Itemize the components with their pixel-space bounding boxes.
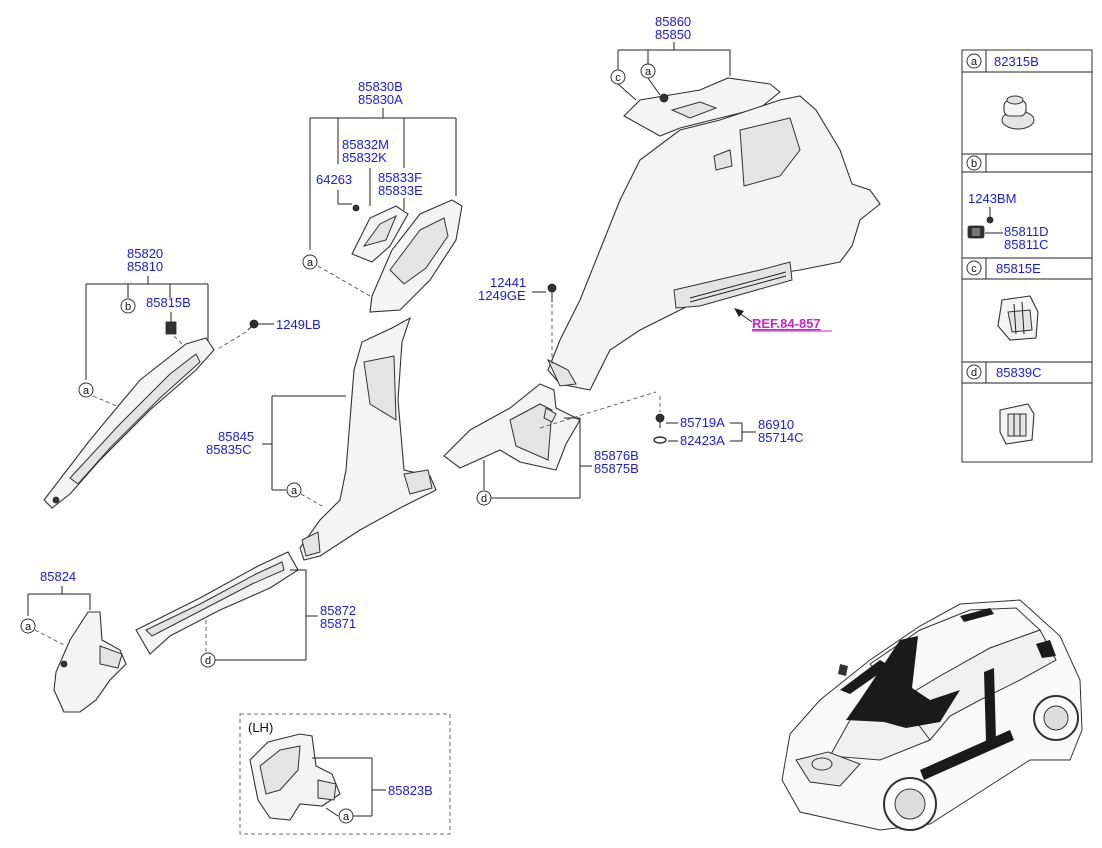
label-85823B: 85823B [388, 783, 433, 798]
label-85719A: 85719A [680, 415, 725, 430]
label-64263: 64263 [316, 172, 352, 187]
callout-a-85824: a [25, 621, 32, 633]
label-85860: 85860 [655, 14, 691, 29]
ref-label[interactable]: REF.84-857 [752, 316, 821, 331]
label-82423A: 82423A [680, 433, 725, 448]
callout-a-85823B: a [343, 811, 350, 823]
callout-d-85872: d [205, 655, 211, 667]
group-85820: 85820 85810 b 85815B a [43, 246, 215, 509]
ref-84-857[interactable]: REF.84-857 [734, 308, 832, 332]
washer-82423A-icon [653, 436, 667, 444]
label-12441: 12441 [490, 275, 526, 290]
label-1249GE: 1249GE [478, 288, 526, 303]
callout-d-85876: d [481, 493, 487, 505]
legend-row-d: d 85839C [966, 364, 1042, 445]
label-85872: 85872 [320, 603, 356, 618]
label-85714C: 85714C [758, 430, 804, 445]
callout-a-top: a [645, 66, 652, 78]
lh-label: (LH) [248, 720, 273, 735]
legend-letter-b: b [971, 158, 977, 170]
group-1249LB: 1249LB [215, 317, 321, 351]
clip-d-icon [999, 403, 1035, 445]
label-86910: 86910 [758, 417, 794, 432]
label-85876B: 85876B [594, 448, 639, 463]
label-85830A: 85830A [358, 92, 403, 107]
cowl-side-shape [53, 611, 127, 713]
group-12441: 12441 1249GE [478, 275, 557, 364]
bolt-clip-b-icon [967, 216, 994, 239]
legend-table: a 82315B b 1243BM 85811D 85811C [961, 49, 1093, 463]
label-85830B: 85830B [358, 79, 403, 94]
label-85835C: 85835C [206, 442, 252, 457]
legend-letter-c: c [971, 263, 977, 275]
group-85824: 85824 a [20, 569, 127, 713]
legend-letter-a: a [971, 56, 978, 68]
callout-c-top: c [615, 72, 621, 84]
legend-row-c: c 85815E [966, 260, 1041, 341]
vehicle-locator-illustration [781, 599, 1083, 831]
callout-a-85820: a [83, 385, 90, 397]
group-85860: 85860 85850 c a [610, 14, 781, 137]
clip-c-icon [997, 295, 1039, 341]
legend-part-85811D: 85811D [1004, 224, 1049, 239]
label-85875B: 85875B [594, 461, 639, 476]
bolt-1249LB-icon [247, 319, 259, 331]
group-85823B-lh: (LH) a 85823B [239, 713, 451, 835]
legend-part-85811C: 85811C [1004, 237, 1049, 252]
quarter-trim-panel [546, 95, 881, 391]
label-85833F: 85833F [378, 170, 422, 185]
legend-part-82315B: 82315B [994, 54, 1039, 69]
legend-row-a: a 82315B [966, 53, 1039, 130]
label-85824: 85824 [40, 569, 76, 584]
clip-85815B-icon [165, 312, 185, 347]
bolt-85719A-icon [655, 413, 665, 428]
label-85850: 85850 [655, 27, 691, 42]
group-85845: 85845 85835C a [206, 316, 437, 561]
callout-b-85820: b [125, 301, 131, 313]
group-85830: 85830B 85830A 85832M 85832K 85833F 85833… [302, 79, 463, 313]
label-85815B: 85815B [146, 295, 191, 310]
label-85832K: 85832K [342, 150, 387, 165]
group-86910: 85719A 82423A 86910 85714C [653, 396, 804, 448]
label-1249LB: 1249LB [276, 317, 321, 332]
callout-a-85845: a [291, 485, 298, 497]
legend-letter-d: d [971, 367, 977, 379]
label-85845: 85845 [218, 429, 254, 444]
legend-part-1243BM: 1243BM [968, 191, 1016, 206]
legend-row-b: b 1243BM 85811D 85811C [966, 155, 1049, 252]
bolt-12441-icon [547, 283, 557, 302]
group-85876: 85876B 85875B d [443, 383, 657, 506]
label-85833E: 85833E [378, 183, 423, 198]
legend-part-85839C: 85839C [996, 365, 1042, 380]
label-85871: 85871 [320, 616, 356, 631]
callout-a-85830: a [307, 257, 314, 269]
clip-a-icon [1001, 95, 1035, 130]
group-85872: d 85872 85871 [135, 551, 356, 668]
label-85832M: 85832M [342, 137, 389, 152]
legend-part-85815E: 85815E [996, 261, 1041, 276]
label-85810: 85810 [127, 259, 163, 274]
b-pillar-lower-shape [299, 316, 437, 561]
label-85820: 85820 [127, 246, 163, 261]
